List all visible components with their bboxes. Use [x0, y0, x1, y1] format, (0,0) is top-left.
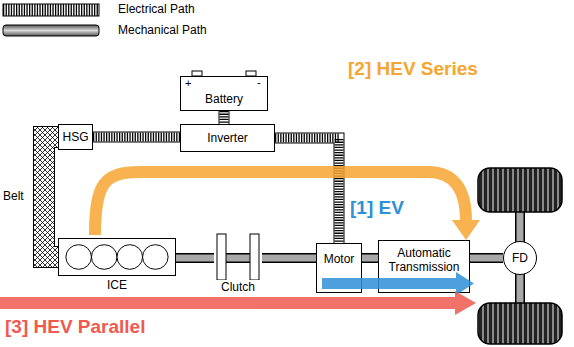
legend-mechanical-swatch — [3, 25, 99, 36]
connector-line — [44, 137, 58, 257]
hev-parallel-arrow — [0, 291, 476, 315]
connector-line — [93, 133, 180, 142]
legend-electrical-swatch — [3, 4, 99, 16]
part-label: Belt — [3, 190, 24, 204]
connector-line — [93, 132, 180, 143]
connector-line — [44, 137, 58, 257]
terminal-sign: - — [257, 76, 261, 89]
ev-arrow — [322, 272, 474, 295]
connector-line — [275, 138, 339, 243]
connector-line — [220, 111, 229, 124]
final-drive-circle: FD — [503, 241, 537, 275]
terminal-sign: + — [185, 77, 191, 90]
connector-line — [219, 111, 230, 124]
connector-line — [220, 111, 229, 124]
connector-line — [362, 255, 378, 262]
connector-line — [470, 253, 503, 263]
engine-box: ICE — [58, 238, 176, 276]
electrical-path — [224, 111, 225, 124]
component-box: Automatic Transmission — [378, 240, 470, 293]
clutch: Clutch — [214, 232, 262, 294]
wheel — [478, 168, 562, 212]
connector-line — [362, 253, 378, 263]
mechanical-path — [262, 258, 316, 259]
node-text: ICE — [107, 278, 127, 292]
mechanical-path — [362, 258, 378, 259]
node-text: Battery — [205, 92, 243, 106]
mechanical-path — [176, 258, 214, 259]
legend-text: Electrical Path — [118, 3, 195, 17]
connector-line — [93, 133, 180, 142]
node-text: HSG — [62, 130, 88, 144]
battery-box: Battery — [180, 76, 268, 111]
component-box: Inverter — [180, 124, 275, 152]
hev-series-arrow — [95, 172, 480, 240]
component-box: HSG — [58, 124, 93, 150]
connector-line — [275, 138, 339, 243]
mechanical-path — [470, 258, 503, 259]
connector-line — [176, 253, 214, 263]
connector-line — [275, 138, 339, 243]
mode-label: [3] HEV Parallel — [5, 316, 145, 338]
node-text: Clutch — [221, 280, 255, 294]
connector-line — [176, 255, 214, 262]
electrical-path — [93, 137, 180, 138]
node-text: Inverter — [207, 131, 248, 145]
connector-line — [470, 255, 503, 262]
legend-text: Mechanical Path — [118, 24, 207, 38]
cylinders — [59, 239, 175, 275]
connector-line — [262, 255, 316, 262]
connector-line — [262, 253, 316, 263]
wheel — [478, 303, 562, 344]
node-text: Motor — [324, 252, 355, 266]
clutch-plates — [214, 232, 262, 280]
mode-label: [1] EV — [350, 197, 404, 219]
electrical-path — [275, 138, 339, 243]
connectors — [44, 111, 503, 258]
belt — [44, 137, 58, 257]
mode-label: [2] HEV Series — [348, 58, 478, 80]
node-text: FD — [512, 251, 528, 265]
node-text: Automatic Transmission — [382, 246, 466, 274]
component-box: Motor — [316, 243, 362, 293]
